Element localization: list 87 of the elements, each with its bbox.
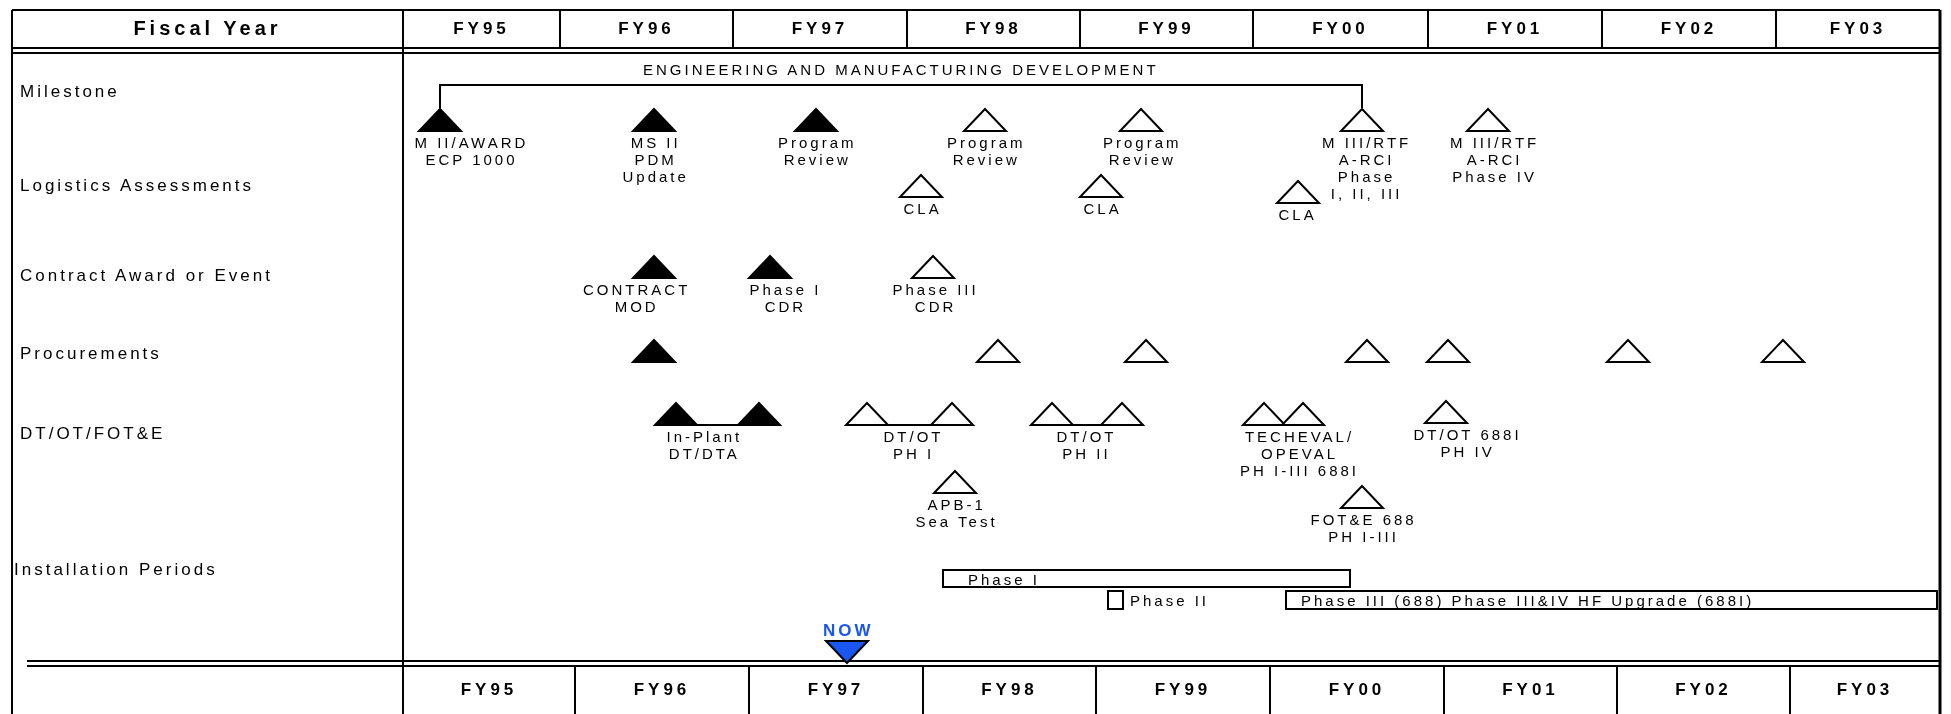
milestone-label: Phase III CDR	[892, 281, 979, 315]
milestone-label: DT/OT PH I	[883, 428, 944, 462]
milestone-triangle	[632, 339, 676, 363]
row-label: Logistics Assessments	[20, 176, 254, 196]
milestone-label: Phase I CDR	[749, 281, 822, 315]
phase-marker	[1107, 590, 1124, 610]
milestone-label: CLA	[903, 200, 942, 217]
milestone-triangle	[1424, 400, 1468, 424]
milestone-label: In-Plant DT/DTA	[666, 428, 743, 462]
connector-line	[1071, 424, 1103, 426]
milestone-label: Program Review	[1103, 134, 1182, 168]
milestone-label: M II/AWARD ECP 1000	[414, 134, 529, 168]
milestone-triangle	[654, 402, 698, 426]
connector-line	[695, 424, 740, 426]
year-heading: FY97	[806, 680, 866, 700]
year-heading: FY95	[459, 680, 519, 700]
milestone-triangle	[1340, 108, 1384, 132]
now-label: NOW	[823, 622, 874, 639]
year-heading: FY99	[1137, 19, 1196, 39]
year-heading: FY02	[1659, 19, 1719, 39]
milestone-triangle	[418, 108, 462, 132]
phase-bar: Phase III (688) Phase III&IV HF Upgrade (688I)	[1285, 590, 1938, 610]
milestone-triangle	[1426, 339, 1470, 363]
milestone-triangle	[1276, 180, 1320, 204]
year-heading: FY00	[1327, 680, 1387, 700]
year-heading: FY97	[790, 19, 850, 39]
year-heading: FY03	[1828, 19, 1888, 39]
row-label: Procurements	[20, 344, 162, 364]
year-heading: FY00	[1311, 19, 1370, 39]
year-heading: FY96	[617, 19, 676, 39]
milestone-triangle	[1345, 339, 1389, 363]
year-heading: FY02	[1674, 680, 1733, 700]
milestone-label: CONTRACT MOD	[583, 281, 691, 315]
milestone-triangle	[976, 339, 1020, 363]
milestone-label: CLA	[1278, 206, 1317, 223]
year-heading: FY01	[1485, 19, 1545, 39]
year-heading: FY99	[1153, 680, 1213, 700]
milestone-triangle	[794, 108, 838, 132]
milestone-triangle	[1030, 402, 1074, 426]
year-heading: FY01	[1501, 680, 1560, 700]
edge-label: ENGINEERING AND MANUFACTURING DEVELOPMENT	[643, 61, 1159, 78]
phase-label: Phase II	[1130, 592, 1210, 609]
year-heading: FY98	[964, 19, 1023, 39]
row-label: DT/OT/FOT&E	[20, 424, 166, 444]
milestone-triangle	[1340, 485, 1384, 509]
year-heading: FY98	[980, 680, 1039, 700]
connector-line	[886, 424, 933, 426]
milestone-triangle	[845, 402, 889, 426]
milestone-triangle	[1281, 402, 1325, 426]
phase-bar: Phase I	[942, 569, 1351, 588]
milestone-label: M III/RTF A-RCI Phase IV	[1450, 134, 1540, 185]
milestone-label: DT/OT PH II	[1056, 428, 1117, 462]
row-label: Installation Periods	[14, 560, 218, 580]
milestone-triangle	[632, 108, 676, 132]
year-heading: FY95	[452, 19, 511, 39]
column-heading: Fiscal Year	[132, 17, 283, 40]
milestone-label: CLA	[1083, 200, 1122, 217]
year-heading: FY96	[632, 680, 692, 700]
milestone-triangle	[1124, 339, 1168, 363]
milestone-triangle	[632, 255, 676, 279]
milestone-triangle	[933, 470, 977, 494]
milestone-label: Program Review	[947, 134, 1026, 168]
milestone-triangle	[1079, 174, 1123, 198]
milestone-label: TECHEVAL/ OPEVAL PH I-III 688I	[1240, 428, 1360, 479]
milestone-label: MS II PDM Update	[622, 134, 689, 185]
row-label: Milestone	[20, 82, 120, 102]
milestone-triangle	[1242, 402, 1286, 426]
milestone-triangle	[899, 174, 943, 198]
milestone-label: FOT&E 688 PH I-III	[1310, 511, 1417, 545]
milestone-triangle	[911, 255, 955, 279]
milestone-triangle	[963, 108, 1007, 132]
bracket-line	[439, 84, 1363, 109]
milestone-triangle	[1100, 402, 1144, 426]
milestone-triangle	[1466, 108, 1510, 132]
milestone-label: M III/RTF A-RCI Phase I, II, III	[1322, 134, 1412, 202]
milestone-triangle	[930, 402, 974, 426]
milestone-label: APB-1 Sea Test	[915, 496, 998, 530]
milestone-triangle	[1606, 339, 1650, 363]
milestone-triangle	[1761, 339, 1805, 363]
milestone-label: Program Review	[778, 134, 857, 168]
milestone-triangle	[748, 255, 792, 279]
milestone-label: DT/OT 688I PH IV	[1413, 426, 1522, 460]
now-marker-triangle	[825, 640, 869, 664]
milestone-triangle	[737, 402, 781, 426]
row-label: Contract Award or Event	[20, 266, 273, 286]
year-heading: FY03	[1835, 680, 1895, 700]
milestone-triangle	[1119, 108, 1163, 132]
